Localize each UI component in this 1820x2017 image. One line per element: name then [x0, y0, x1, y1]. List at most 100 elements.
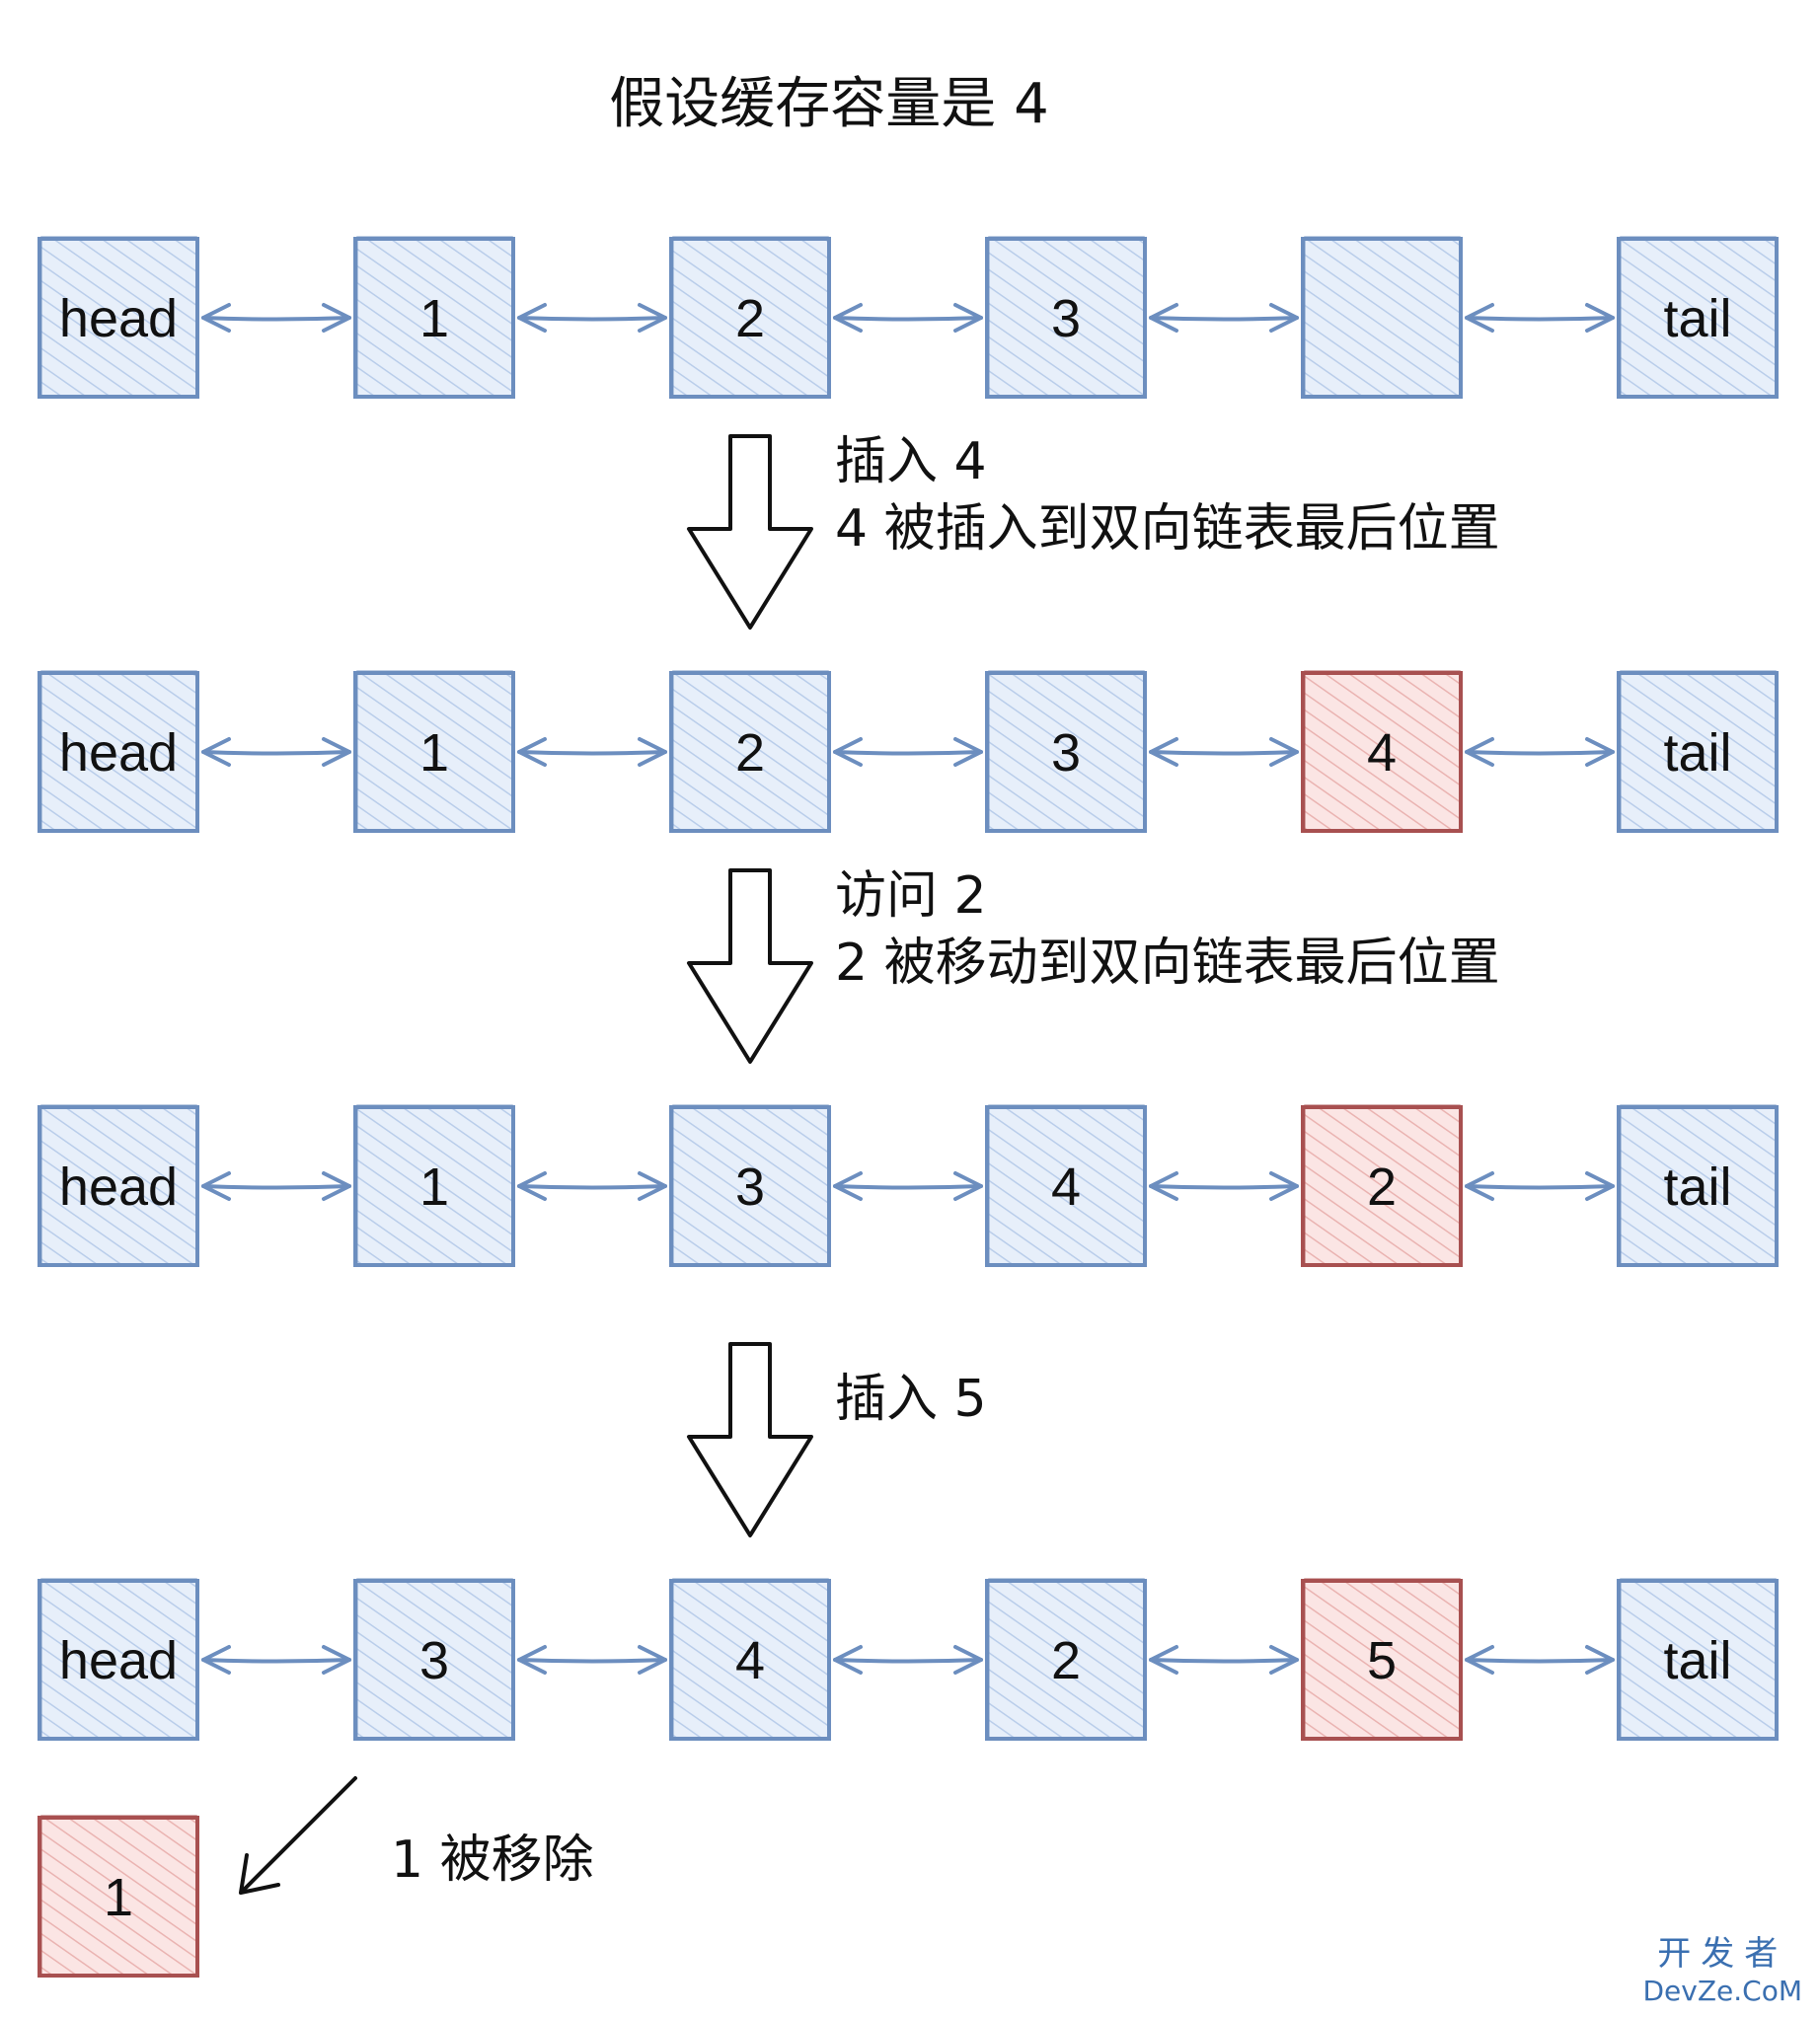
- row-3-link-1: [201, 1171, 351, 1201]
- row-2-link-3-head-right: [953, 737, 983, 767]
- list-row-3: head 1 3 4 2 tail: [38, 1104, 1779, 1267]
- removal-arrow-head: [239, 1853, 280, 1895]
- watermark-logo: 开发者 DevZe.CoM: [1642, 1926, 1802, 2007]
- row-3-node-4: 4: [985, 1104, 1147, 1267]
- row-3-node-6-label: tail: [1663, 1158, 1731, 1217]
- row-1-node-1-sketch-edge: [40, 236, 197, 399]
- row-2-node-6-label: tail: [1663, 723, 1731, 783]
- row-4-link-3-head-left: [833, 1645, 863, 1675]
- row-4-node-5-box: [1301, 1579, 1463, 1741]
- row-4-link-4-line: [1149, 1658, 1299, 1664]
- row-4-node-3: 4: [669, 1578, 831, 1741]
- row-3-link-4-line: [1149, 1184, 1299, 1190]
- row-1-link-4: [1149, 303, 1299, 333]
- row-3-link-3-head-left: [833, 1171, 863, 1201]
- row-4-node-2-sketch-edge: [356, 1578, 513, 1741]
- removed-node: 1: [38, 1815, 199, 1978]
- row-4-link-5: [1465, 1645, 1615, 1675]
- row-4-link-3-line: [833, 1658, 983, 1664]
- row-2-link-4-line: [1149, 750, 1299, 756]
- row-4-link-2: [517, 1645, 667, 1675]
- row-2-node-3-sketch-edge: [672, 670, 829, 833]
- step-2-label: 访问 2 2 被移动到双向链表最后位置: [835, 862, 1500, 997]
- row-3-node-6: tail: [1617, 1104, 1779, 1267]
- row-1-node-2-label: 1: [419, 289, 449, 348]
- row-1-node-1-box: [38, 237, 199, 399]
- removed-node-box: [38, 1816, 199, 1978]
- row-2-link-4-head-left: [1149, 737, 1178, 767]
- row-2-node-5-sketch-edge: [1304, 670, 1461, 833]
- row-2-node-5-label: 4: [1367, 723, 1397, 783]
- row-3-node-1: head: [38, 1104, 199, 1267]
- row-3-node-1-sketch-edge: [40, 1104, 197, 1267]
- flow-arrow-1: [687, 434, 813, 630]
- row-3-link-1-head-left: [201, 1171, 231, 1201]
- row-2-link-4: [1149, 737, 1299, 767]
- row-1-node-2-sketch-edge: [356, 236, 513, 399]
- row-2-node-3-box: [669, 671, 831, 833]
- row-2-link-1: [201, 737, 351, 767]
- row-3-link-5-line: [1465, 1184, 1615, 1190]
- row-4-link-1-head-left: [201, 1645, 231, 1675]
- row-3-node-6-box: [1617, 1105, 1779, 1267]
- row-1-link-1-head-right: [322, 303, 351, 333]
- row-3-node-3-box: [669, 1105, 831, 1267]
- flow-layer: [239, 434, 813, 1895]
- row-1-node-5-box: [1301, 237, 1463, 399]
- row-3-node-5-label: 2: [1367, 1158, 1397, 1217]
- row-1-link-3-head-left: [833, 303, 863, 333]
- row-4-link-1: [201, 1645, 351, 1675]
- row-3-node-1-box: [38, 1105, 199, 1267]
- row-3-node-3-sketch-edge: [672, 1104, 829, 1267]
- row-3-link-5-head-left: [1465, 1171, 1494, 1201]
- row-4-link-3-head-right: [953, 1645, 983, 1675]
- row-3-link-1-line: [201, 1184, 351, 1190]
- row-1-node-2-box: [353, 237, 515, 399]
- row-3-node-4-box: [985, 1105, 1147, 1267]
- row-1-link-1-head-left: [201, 303, 231, 333]
- row-3-node-2-label: 1: [419, 1158, 449, 1217]
- row-3-link-4-head-right: [1269, 1171, 1299, 1201]
- row-4-node-1-label: head: [59, 1631, 178, 1690]
- row-1-node-2: 1: [353, 236, 515, 399]
- row-3-node-6-sketch-edge: [1620, 1104, 1777, 1267]
- row-4-node-5-label: 5: [1367, 1631, 1397, 1690]
- watermark-top: 开发者: [1657, 1934, 1788, 1974]
- row-3-node-2-box: [353, 1105, 515, 1267]
- row-1-link-5-line: [1465, 316, 1615, 322]
- row-4-node-6-box: [1617, 1579, 1779, 1741]
- step-2-line2: 2 被移动到双向链表最后位置: [835, 934, 1500, 993]
- row-3-node-3-label: 3: [735, 1158, 765, 1217]
- row-1-link-3-head-right: [953, 303, 983, 333]
- row-4-node-1-box: [38, 1579, 199, 1741]
- row-2-node-1-box: [38, 671, 199, 833]
- row-4-link-4-head-left: [1149, 1645, 1178, 1675]
- row-4-node-4-box: [985, 1579, 1147, 1741]
- row-1-link-2-line: [517, 316, 667, 322]
- row-4-node-1-sketch-edge: [40, 1578, 197, 1741]
- watermark-bottom: DevZe.CoM: [1642, 1975, 1802, 2007]
- links-layer: [201, 303, 1615, 1675]
- row-1-link-4-head-left: [1149, 303, 1178, 333]
- row-1-link-1: [201, 303, 351, 333]
- row-1-link-2-head-left: [517, 303, 547, 333]
- row-2-node-3: 2: [669, 670, 831, 833]
- row-3-node-5-sketch-edge: [1304, 1104, 1461, 1267]
- row-2-node-6-box: [1617, 671, 1779, 833]
- row-1-node-5-sketch-edge: [1304, 236, 1461, 399]
- row-4-link-5-head-right: [1585, 1645, 1615, 1675]
- row-3-node-2: 1: [353, 1104, 515, 1267]
- row-2-link-1-head-right: [322, 737, 351, 767]
- row-4-link-3: [833, 1645, 983, 1675]
- row-2-link-2: [517, 737, 667, 767]
- step-1-label: 插入 4 4 被插入到双向链表最后位置: [835, 428, 1500, 562]
- row-1-node-6-label: tail: [1663, 289, 1731, 348]
- row-1-link-4-head-right: [1269, 303, 1299, 333]
- row-4-node-5-sketch-edge: [1304, 1578, 1461, 1741]
- row-4-node-3-box: [669, 1579, 831, 1741]
- flow-arrow-2: [687, 868, 813, 1064]
- row-1-link-2-head-right: [638, 303, 667, 333]
